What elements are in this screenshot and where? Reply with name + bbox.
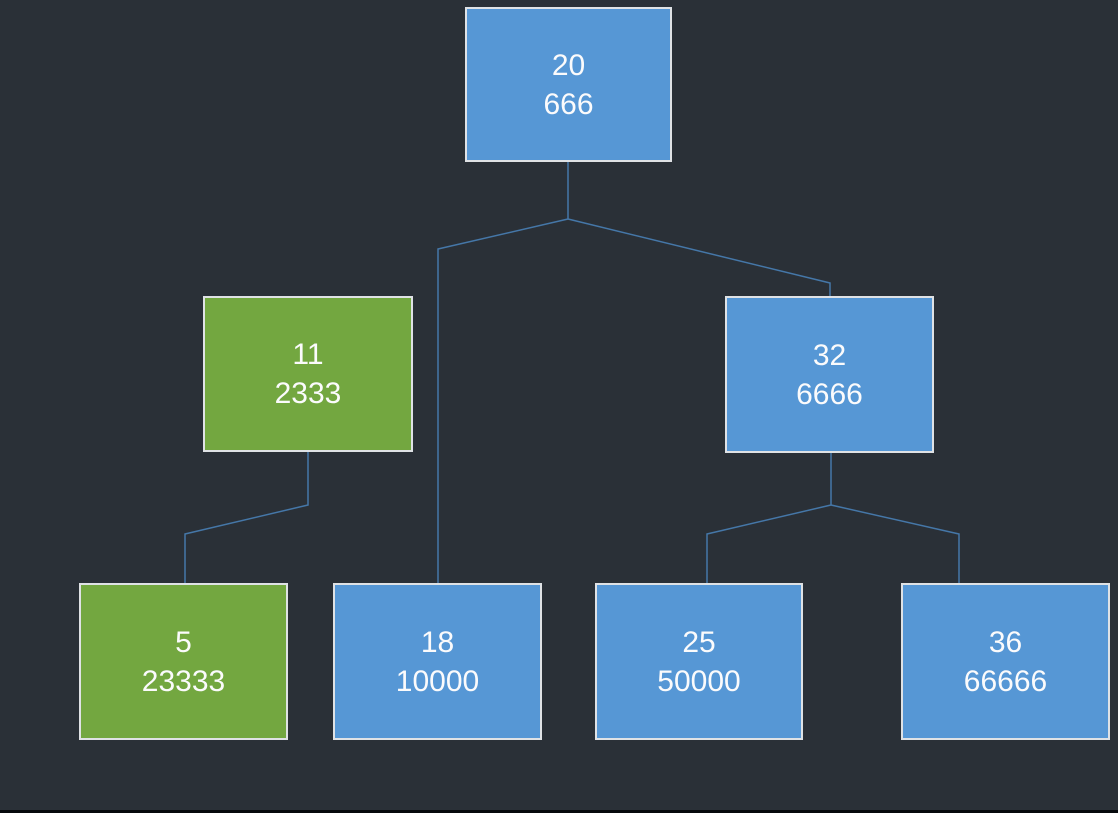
connector-root-to-32 (567, 218, 831, 296)
node-value: 10000 (395, 664, 480, 698)
node-key: 36 (988, 625, 1023, 659)
node-key: 18 (420, 625, 455, 659)
tree-node-18[interactable]: 18 10000 (333, 583, 542, 740)
node-value: 23333 (141, 664, 226, 698)
node-key: 5 (175, 625, 192, 659)
tree-node-32[interactable]: 32 6666 (725, 296, 934, 453)
bottom-edge-bar (0, 810, 1118, 813)
tree-node-5[interactable]: 5 23333 (79, 583, 288, 740)
node-key: 25 (682, 625, 716, 659)
tree-node-11[interactable]: 11 2333 (203, 296, 413, 452)
node-value: 666 (543, 87, 594, 121)
tree-node-36[interactable]: 36 66666 (901, 583, 1110, 740)
tree-node-25[interactable]: 25 50000 (595, 583, 803, 740)
node-key: 11 (292, 338, 324, 371)
node-value: 66666 (963, 664, 1048, 698)
connector-32-to-36 (830, 504, 960, 583)
node-value: 2333 (274, 377, 342, 410)
node-key: 32 (812, 338, 847, 372)
node-value: 50000 (657, 664, 741, 698)
connector-11-to-5 (184, 452, 309, 583)
connector-32-to-25 (706, 504, 832, 583)
connector-root-to-18 (437, 218, 569, 583)
node-value: 6666 (796, 377, 863, 411)
node-key: 20 (551, 48, 586, 82)
tree-node-20[interactable]: 20 666 (465, 7, 672, 162)
